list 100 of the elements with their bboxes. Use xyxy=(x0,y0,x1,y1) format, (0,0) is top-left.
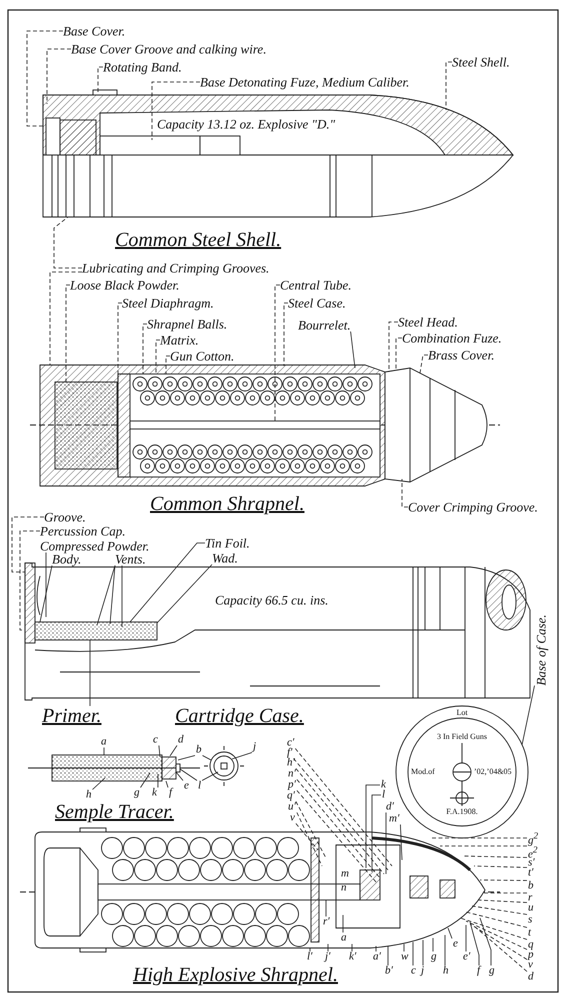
leader-line xyxy=(342,914,344,933)
leader-line xyxy=(26,30,64,126)
callout-letter: g$^{2}$ xyxy=(527,832,540,846)
callout-letter: j′ xyxy=(324,952,332,962)
callout-letter: u xyxy=(527,902,534,914)
part-label: Wad. xyxy=(212,552,238,564)
callout-letter: p′ xyxy=(287,780,297,790)
callout-letter: a xyxy=(100,736,108,748)
callout-letter: g xyxy=(430,952,438,962)
part-label: Base Cover. xyxy=(63,24,126,38)
callout-letter: v xyxy=(289,812,296,824)
callout-letter: h xyxy=(442,966,450,976)
callout-letter: f xyxy=(168,788,174,798)
stamp-text: Lot xyxy=(456,709,468,717)
shrapnel-drawing xyxy=(30,364,500,486)
part-label: Vents. xyxy=(115,552,146,566)
part-label: Steel Case. xyxy=(288,296,346,310)
callout-letter: s xyxy=(527,914,534,926)
callout-letter: t xyxy=(527,928,532,938)
leader-line xyxy=(156,564,212,624)
leader-line xyxy=(446,62,452,110)
callout-letter: l xyxy=(197,780,202,792)
leader-line xyxy=(480,880,528,881)
leader-line xyxy=(296,812,322,866)
leader-line xyxy=(448,928,452,939)
leader-line xyxy=(232,752,252,760)
callout-letter: k xyxy=(151,788,158,798)
leader-line xyxy=(420,354,428,374)
leader-line xyxy=(202,772,218,781)
leader-line xyxy=(432,938,434,952)
part-label: Body. xyxy=(52,552,82,566)
callout-letter: v xyxy=(527,960,534,970)
callout-letter: j xyxy=(420,966,426,976)
callout-letter: k xyxy=(380,780,387,790)
leader-line xyxy=(284,302,288,366)
leader-line xyxy=(12,516,44,572)
callout-letter: d′ xyxy=(385,802,395,812)
callout-letter: h xyxy=(85,790,92,800)
callout-letter: h′ xyxy=(286,758,296,768)
part-label: Rotating Band. xyxy=(103,60,182,74)
leader-line xyxy=(50,272,82,366)
part-label: Percussion Cap. xyxy=(40,524,126,538)
callout-letter: r xyxy=(527,892,534,904)
callout-letter: w xyxy=(400,952,410,962)
leader-line xyxy=(130,542,206,622)
part-label: Central Tube. xyxy=(280,278,352,292)
callout-letter: k′ xyxy=(348,952,358,962)
leader-line xyxy=(170,745,178,756)
part-label: Matrix. xyxy=(160,334,199,346)
part-label: Steel Shell. xyxy=(452,56,510,68)
leader-line xyxy=(166,780,168,788)
leader-line xyxy=(180,768,198,781)
leader-line xyxy=(470,924,528,960)
leader-line xyxy=(20,530,40,630)
capacity-note: Capacity 66.5 cu. ins. xyxy=(215,594,328,606)
leader-line xyxy=(110,565,116,624)
leader-line xyxy=(372,794,382,872)
part-label: Base Cover Groove and calking wire. xyxy=(71,42,266,56)
leader-line xyxy=(522,685,535,746)
leader-line xyxy=(388,322,398,372)
callout-letter: g xyxy=(488,966,496,976)
part-label: Steel Head. xyxy=(398,316,458,328)
part-label: Bourrelet. xyxy=(298,318,351,332)
capacity-note: Capacity 13.12 oz. Explosive "D." xyxy=(157,118,336,130)
leader-line xyxy=(54,216,82,268)
callout-letter: a′ xyxy=(372,952,382,962)
leader-line xyxy=(412,942,414,966)
part-label: Base Detonating Fuze, Medium Caliber. xyxy=(200,76,410,88)
leader-line xyxy=(480,918,492,966)
callout-letter: e xyxy=(452,938,459,950)
leader-line xyxy=(296,779,380,878)
callout-letter: b xyxy=(527,880,534,892)
stamp-text: ’02,’04&05 xyxy=(474,768,512,776)
leader-line xyxy=(296,768,384,874)
leader-line xyxy=(466,912,528,928)
leader-line xyxy=(296,790,376,882)
leader-line xyxy=(296,801,326,858)
part-label: Tin Foil. xyxy=(205,536,250,550)
leader-line xyxy=(142,324,148,374)
callout-letter: u′ xyxy=(287,802,297,812)
leader-line xyxy=(470,922,480,966)
callout-letter: e′ xyxy=(462,952,472,962)
leader-line xyxy=(96,565,116,626)
leader-line xyxy=(92,778,106,790)
figure-title: Semple Tracer. xyxy=(55,802,174,822)
leader-line xyxy=(46,48,72,104)
leader-line xyxy=(98,66,104,92)
steel-shell-drawing xyxy=(42,90,514,218)
leader-line xyxy=(350,331,356,368)
leader-line xyxy=(460,918,528,940)
callout-letter: n′ xyxy=(287,768,297,780)
leader-line xyxy=(444,934,446,966)
part-label: Base of Case. xyxy=(534,614,548,686)
part-label: Brass Cover. xyxy=(428,348,494,362)
callout-letter: l xyxy=(381,790,386,800)
figure-title: Primer. xyxy=(42,706,102,726)
callout-letter: g xyxy=(133,788,140,798)
leader-line xyxy=(140,772,150,788)
leader-line xyxy=(66,284,70,386)
stamp-text: F.A.1908. xyxy=(446,808,478,816)
